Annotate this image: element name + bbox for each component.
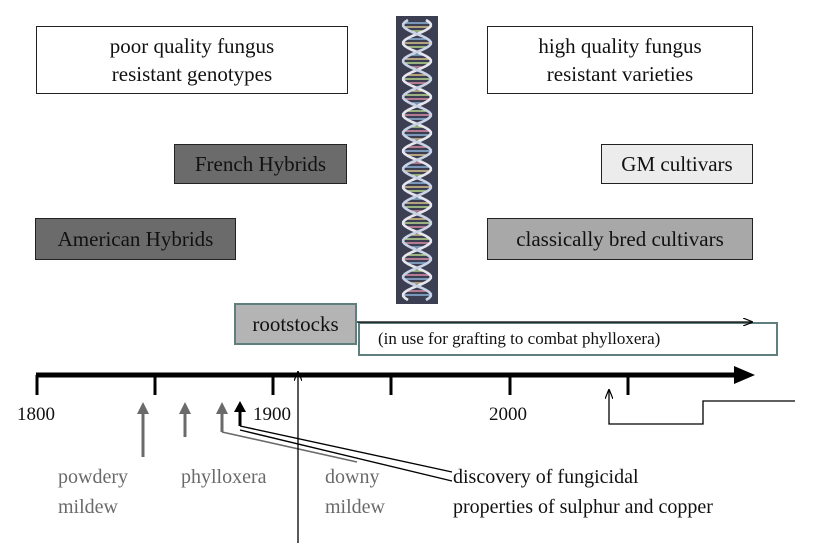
tick-label-2000: 2000 [489, 404, 527, 425]
classically-bred-cultivars-box: classically bred cultivars [487, 218, 753, 260]
american-hybrids-label: American Hybrids [57, 226, 214, 251]
high-quality-varieties-label: high quality fungus resistant varieties [538, 33, 702, 86]
rootstocks-label: rootstocks [252, 311, 339, 336]
fungicide-arrowhead [234, 401, 246, 412]
elbow-connector-arrow [609, 390, 795, 425]
phylloxera-label: phylloxera [181, 466, 267, 488]
gm-cultivars-label: GM cultivars [621, 151, 733, 176]
timeline-arrowhead [734, 366, 755, 384]
fungicidal-discovery-label: discovery of fungicidal properties of su… [453, 466, 713, 518]
downy-mildew-arrow-diagonal [221, 431, 358, 463]
gm-cultivars-box: GM cultivars [601, 144, 753, 184]
timeline-ticks [35, 375, 630, 395]
high-quality-varieties-box: high quality fungus resistant varieties [487, 26, 753, 94]
fungicide-arrow-diagonal-1 [239, 425, 453, 473]
american-hybrids-box: American Hybrids [35, 218, 236, 260]
fungicide-arrow-diagonal-2 [239, 429, 453, 482]
powdery-mildew-arrowhead [137, 402, 149, 414]
downy-mildew-arrowhead [216, 402, 228, 414]
tick-label-1900: 1900 [253, 404, 291, 425]
tick-label-1800: 1800 [17, 404, 55, 425]
downy-mildew-label: downy mildew [325, 466, 385, 518]
poor-quality-genotypes-label: poor quality fungus resistant genotypes [109, 33, 275, 86]
classically-bred-cultivars-label: classically bred cultivars [516, 226, 724, 251]
french-hybrids-label: French Hybrids [194, 151, 327, 176]
dna-helix-image [396, 16, 438, 304]
powdery-mildew-label: powdery mildew [58, 466, 128, 518]
rootstocks-box: rootstocks [234, 303, 357, 345]
grafting-note-box: (in use for grafting to combat phylloxer… [358, 322, 778, 356]
french-hybrids-box: French Hybrids [174, 144, 347, 184]
grafting-note-label: (in use for grafting to combat phylloxer… [378, 329, 661, 348]
phylloxera-arrowhead [179, 402, 191, 414]
poor-quality-genotypes-box: poor quality fungus resistant genotypes [36, 26, 348, 94]
